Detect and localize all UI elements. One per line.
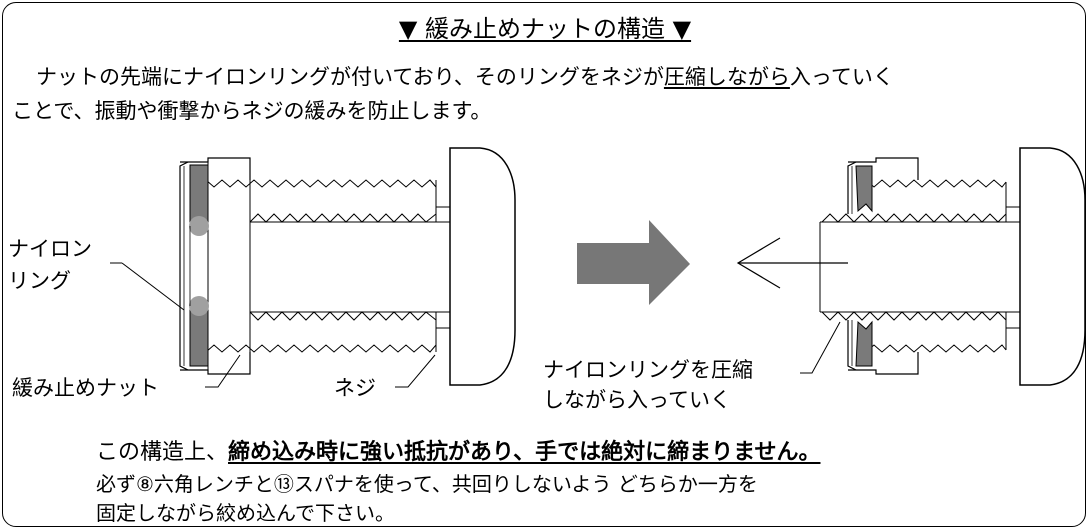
nylon-ring-label-line-1: ナイロン xyxy=(8,237,92,261)
left-screw-head xyxy=(449,147,516,386)
lock-nut-leader-line xyxy=(205,354,241,388)
assembly-direction-arrow xyxy=(577,220,690,305)
compressing-label-line-2: しながら入っていく xyxy=(543,388,731,412)
description-line-1-end: 入っていく xyxy=(789,65,894,89)
left-screw-shank xyxy=(197,179,450,353)
nylon-ring-label-line-2: リング xyxy=(8,269,71,293)
description-line-1-start: ナットの先端にナイロンリングが付いており、そのリングをネジが xyxy=(36,65,664,89)
note-warning-text: 締め込み時に強い抵抗があり、手では絶対に締まりません。 xyxy=(228,440,821,465)
compressing-label-line-1: ナイロンリングを圧縮 xyxy=(543,358,753,382)
description-line-2: ことで、振動や衝撃からネジの緩みを防止します。 xyxy=(12,99,492,123)
screw-label: ネジ xyxy=(334,376,376,400)
lock-nut-label: 緩み止めナット xyxy=(12,376,159,400)
description-line-1: ナットの先端にナイロンリングが付いており、そのリングをネジが圧縮しながら入ってい… xyxy=(36,61,894,91)
nylon-ring-leader-line xyxy=(121,262,185,311)
note-line-2: 必ず⑧六角レンチと⑬スパナを使って、共回りしないよう どちらか一方を xyxy=(96,472,758,496)
note-line-1: この構造上、締め込み時に強い抵抗があり、手では絶対に締まりません。 xyxy=(96,434,820,466)
left-lock-nut xyxy=(179,157,251,375)
note-line-3: 固定しながら絞め込んで下さい。 xyxy=(96,501,395,525)
screw-leader-line xyxy=(395,354,436,388)
insertion-arrow xyxy=(736,237,848,289)
right-screw-shank xyxy=(819,179,1020,353)
compression-leader-line xyxy=(800,321,841,374)
note-line-1-start: この構造上、 xyxy=(96,440,229,465)
title-text: ▼ 緩み止めナットの構造 ▼ xyxy=(398,15,692,43)
right-screw-head xyxy=(1019,147,1086,386)
right-lock-nut xyxy=(847,157,919,375)
description-underlined-phrase: 圧縮しながら xyxy=(663,65,790,89)
diagram-title: ▼ 緩み止めナットの構造 ▼ xyxy=(0,9,1090,44)
